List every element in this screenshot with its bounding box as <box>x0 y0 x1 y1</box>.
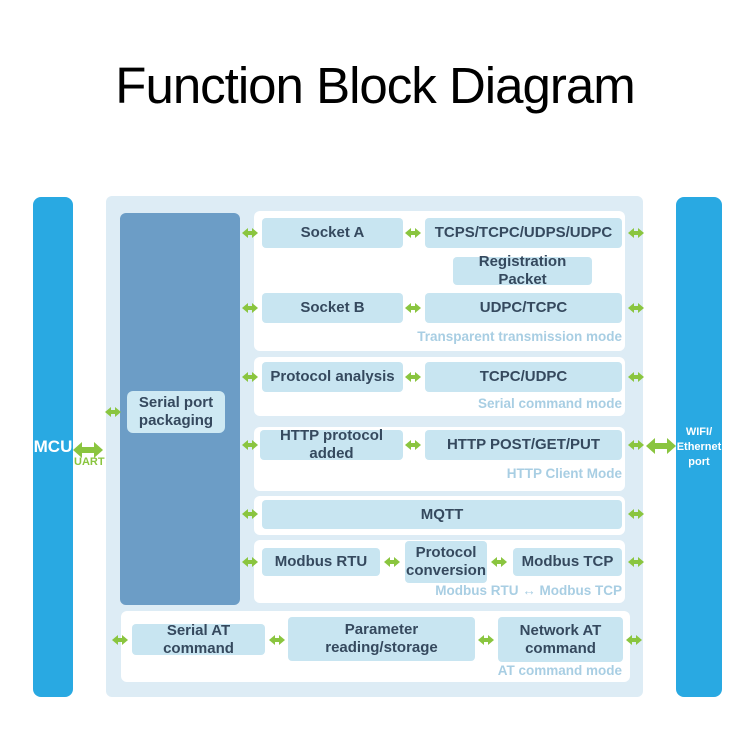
mcu-label: MCU <box>33 437 73 456</box>
double-arrow-icon <box>478 635 494 645</box>
double-arrow-icon <box>405 440 421 450</box>
double-arrow-icon <box>491 557 507 567</box>
mcu-port-block: MCU <box>33 197 73 697</box>
double-arrow-icon <box>626 635 642 645</box>
mode-label-http-client: HTTP Client Mode <box>506 466 622 481</box>
box-serial-at-command: Serial AT command <box>132 622 265 657</box>
box-mqtt: MQTT <box>262 500 622 529</box>
mode-label-at-command: AT command mode <box>497 663 622 678</box>
double-arrow-icon <box>242 440 258 450</box>
double-arrow-icon <box>105 407 121 417</box>
box-http-protocol-added: HTTP protocol added <box>260 427 403 462</box>
double-arrow-icon <box>269 635 285 645</box>
box-modbus-rtu: Modbus RTU <box>262 548 380 576</box>
double-arrow-icon <box>242 557 258 567</box>
mode-label-modbus: Modbus RTU ↔ Modbus TCP <box>435 583 622 598</box>
double-arrow-icon <box>628 372 644 382</box>
box-network-at-command: Network AT command <box>498 617 623 662</box>
box-modbus-tcp: Modbus TCP <box>513 548 622 576</box>
box-socket-b-protocols: UDPC/TCPC <box>425 293 622 323</box>
double-arrow-icon <box>628 440 644 450</box>
mode-label-transparent-transmission: Transparent transmission mode <box>417 329 622 344</box>
double-arrow-icon <box>405 372 421 382</box>
wifi-label-line1: WIFI/ <box>685 425 713 438</box>
box-socket-a-protocols: TCPS/TCPC/UDPS/UDPC <box>425 218 622 248</box>
double-arrow-icon <box>628 228 644 238</box>
double-arrow-icon <box>384 557 400 567</box>
box-tcpc-udpc: TCPC/UDPC <box>425 362 622 392</box>
box-protocol-analysis: Protocol analysis <box>262 362 403 392</box>
double-arrow-icon <box>112 635 128 645</box>
box-registration-packet: Registration Packet <box>453 253 592 288</box>
uart-bus-label: UART <box>74 456 105 468</box>
double-arrow-icon <box>405 228 421 238</box>
wifi-label-line2: Ethernet <box>676 440 722 453</box>
double-arrow-icon <box>628 303 644 313</box>
double-arrow-icon <box>242 372 258 382</box>
double-arrow-icon <box>628 557 644 567</box>
double-arrow-icon <box>628 509 644 519</box>
double-arrow-icon <box>405 303 421 313</box>
box-socket-b: Socket B <box>262 293 403 323</box>
double-arrow-icon <box>242 228 258 238</box>
double-arrow-icon <box>242 303 258 313</box>
page-title: Function Block Diagram <box>115 57 635 114</box>
wifi-ethernet-port-label: WIFI/ Ethernet port <box>677 425 722 470</box>
wifi-label-line3: port <box>688 455 710 468</box>
serial-port-packaging-box: Serial port packaging <box>127 391 225 433</box>
box-protocol-conversion: Protocol conversion <box>405 541 487 583</box>
double-arrow-icon <box>73 442 103 458</box>
mode-label-serial-command: Serial command mode <box>477 396 622 411</box>
box-parameter-reading-storage: Parameter reading/storage <box>288 617 475 661</box>
double-arrow-icon <box>242 509 258 519</box>
box-http-post-get-put: HTTP POST/GET/PUT <box>425 430 622 460</box>
wifi-ethernet-port-block: WIFI/ Ethernet port <box>676 197 722 697</box>
double-arrow-icon <box>646 438 676 454</box>
box-socket-a: Socket A <box>262 218 403 248</box>
